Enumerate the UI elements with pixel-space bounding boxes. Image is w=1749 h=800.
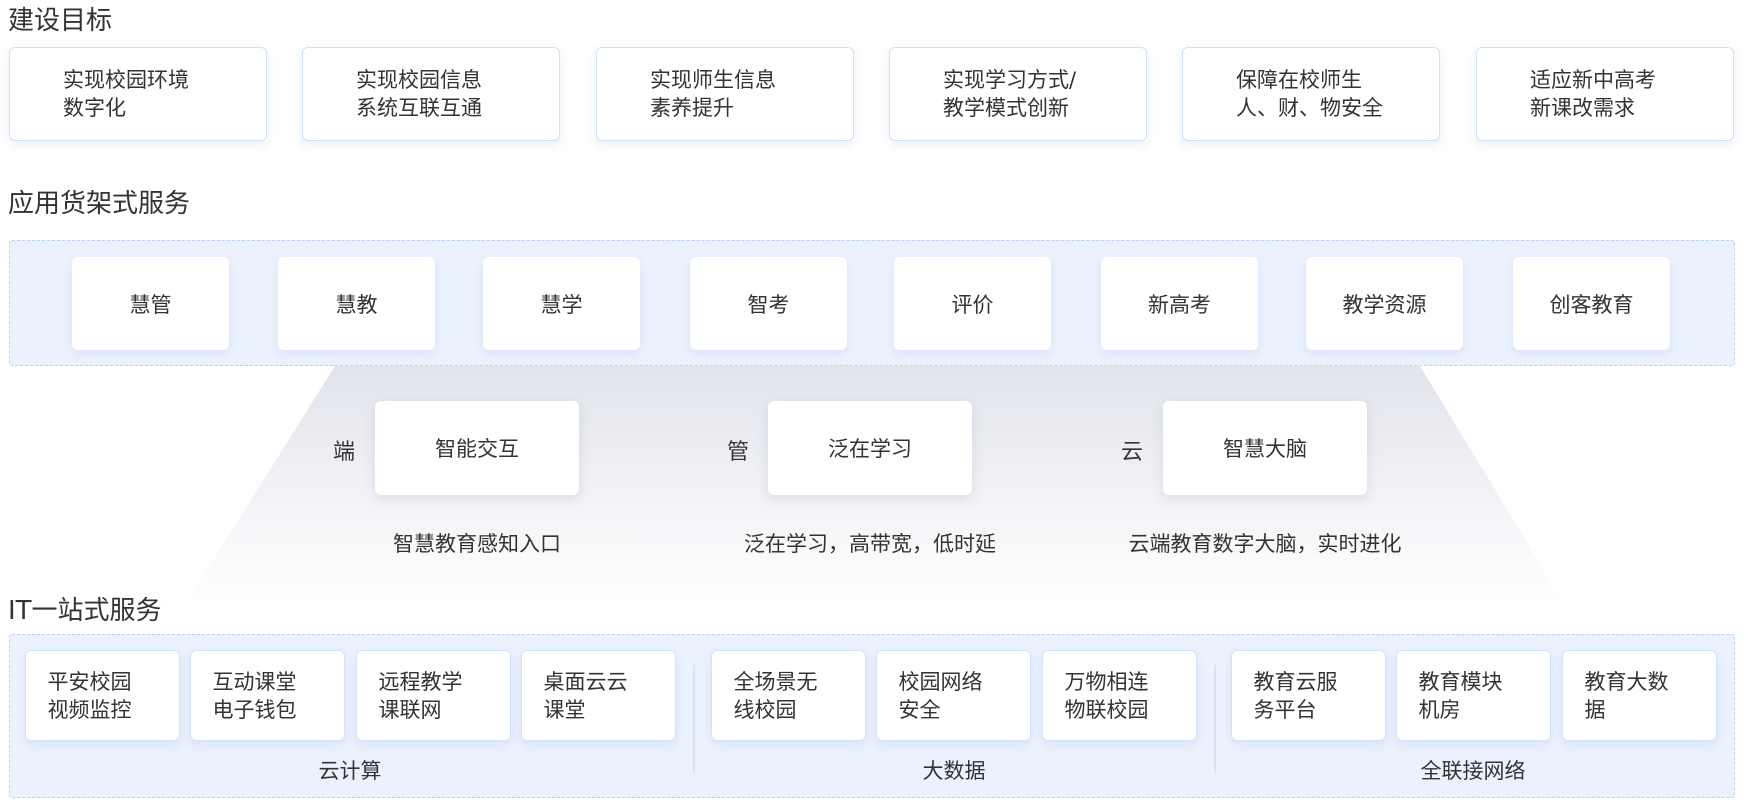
group-divider: [1214, 665, 1216, 773]
layer-card: 泛在学习: [768, 401, 972, 495]
goal-card-label: 实现校园信息 系统互联互通: [356, 68, 482, 120]
layer-card: 智能交互: [375, 401, 579, 495]
app-card: 智考: [690, 257, 847, 350]
it-service-card-label: 万物相连 物联校园: [1064, 669, 1149, 722]
goals-title: 建设目标: [8, 6, 113, 36]
it-service-card-label: 教育大数 据: [1584, 669, 1669, 722]
it-title: IT一站式服务: [8, 596, 162, 626]
layer-label: 管: [727, 440, 750, 465]
it-service-card: 远程教学 课联网: [356, 650, 511, 741]
it-service-card-label: 平安校园 视频监控: [47, 669, 132, 722]
goal-card: 保障在校师生 人、财、物安全: [1182, 47, 1440, 141]
app-card: 创客教育: [1513, 257, 1670, 350]
layer-label: 云: [1121, 440, 1144, 465]
it-service-card-label: 校园网络 安全: [898, 669, 983, 722]
group-label: 云计算: [318, 759, 382, 783]
apps-title: 应用货架式服务: [8, 189, 191, 219]
it-service-card: 桌面云云 课堂: [521, 650, 676, 741]
layer-caption: 云端教育数字大脑，实时进化: [1128, 532, 1402, 556]
it-service-card: 校园网络 安全: [876, 650, 1031, 741]
it-service-card: 全场景无 线校园: [711, 650, 866, 741]
it-service-card: 教育模块 机房: [1396, 650, 1551, 741]
goal-card: 实现学习方式/ 教学模式创新: [889, 47, 1147, 141]
it-service-card-label: 全场景无 线校园: [733, 669, 818, 722]
it-service-card: 互动课堂 电子钱包: [190, 650, 345, 741]
group-divider: [693, 665, 695, 773]
app-card: 教学资源: [1306, 257, 1463, 350]
group-label: 大数据: [922, 759, 986, 783]
goal-card-label: 实现学习方式/ 教学模式创新: [943, 68, 1077, 120]
goal-card: 实现校园信息 系统互联互通: [302, 47, 560, 141]
it-service-card-label: 远程教学 课联网: [378, 669, 463, 722]
it-service-card-label: 桌面云云 课堂: [543, 669, 628, 722]
it-service-card: 平安校园 视频监控: [25, 650, 180, 741]
goal-card: 适应新中高考 新课改需求: [1476, 47, 1734, 141]
it-service-card-label: 互动课堂 电子钱包: [212, 669, 297, 722]
it-service-card: 万物相连 物联校园: [1042, 650, 1197, 741]
layer-card: 智慧大脑: [1163, 401, 1367, 495]
goal-card-label: 适应新中高考 新课改需求: [1530, 68, 1656, 120]
app-card: 评价: [894, 257, 1051, 350]
app-card: 慧教: [278, 257, 435, 350]
goal-card-label: 实现师生信息 素养提升: [650, 68, 776, 120]
group-label: 全联接网络: [1420, 759, 1526, 783]
goal-card: 实现校园环境 数字化: [9, 47, 267, 141]
it-service-card: 教育大数 据: [1562, 650, 1717, 741]
it-service-card-label: 教育云服 务平台: [1253, 669, 1338, 722]
goal-card: 实现师生信息 素养提升: [596, 47, 854, 141]
layer-caption: 智慧教育感知入口: [393, 532, 561, 556]
app-card: 慧管: [72, 257, 229, 350]
it-service-card: 教育云服 务平台: [1231, 650, 1386, 741]
app-card: 慧学: [483, 257, 640, 350]
layer-label: 端: [333, 440, 356, 465]
app-card: 新高考: [1101, 257, 1258, 350]
goal-card-label: 保障在校师生 人、财、物安全: [1236, 68, 1383, 120]
apps-band: [9, 240, 1735, 366]
layer-caption: 泛在学习，高带宽，低时延: [744, 532, 996, 556]
it-service-card-label: 教育模块 机房: [1418, 669, 1503, 722]
goal-card-label: 实现校园环境 数字化: [63, 68, 189, 120]
